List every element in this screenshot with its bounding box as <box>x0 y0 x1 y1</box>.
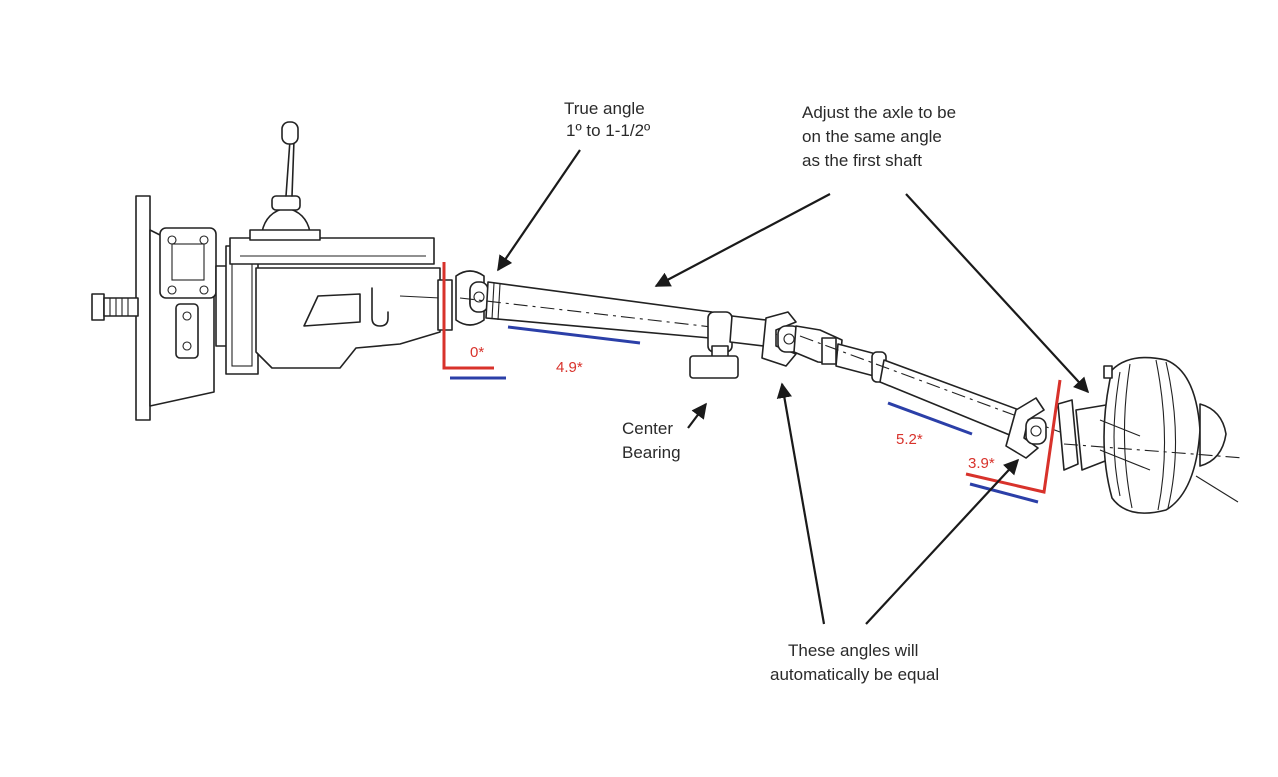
center-bearing-label: Center Bearing <box>622 419 681 462</box>
true-angle-text-line1: True angle <box>564 99 645 118</box>
equal-angles-label: These angles will automatically be equal <box>770 641 939 684</box>
adjust-arrow-to-shaft <box>654 193 831 287</box>
transmission <box>91 121 453 421</box>
adjust-text-line1: Adjust the axle to be <box>802 103 956 122</box>
rear-shaft-angle-value: 5.2* <box>896 431 923 448</box>
adjust-arrow-to-axle <box>905 193 1090 394</box>
pinion-red-angle-line <box>965 379 1062 494</box>
pinion-angle-value: 3.9* <box>968 455 995 472</box>
center-bearing-arrow <box>687 402 707 429</box>
adjust-text-line3: as the first shaft <box>802 151 922 170</box>
rear-u-joint <box>1005 397 1047 459</box>
true-angle-label: True angle 1º to 1-1/2º <box>564 99 650 140</box>
front-shaft-blue-line <box>507 325 641 345</box>
rear-axle-differential <box>1057 356 1245 514</box>
adjust-text-line2: on the same angle <box>802 127 942 146</box>
front-shaft-angle-value: 4.9* <box>556 359 583 376</box>
equal-arrow-to-rear-joint <box>865 458 1020 625</box>
center-u-joint <box>761 311 843 367</box>
trans-red-angle-line <box>442 262 494 370</box>
pinion-blue-reference-line <box>969 482 1039 504</box>
center-bearing-text-line2: Bearing <box>622 443 681 462</box>
true-angle-arrow <box>497 149 581 272</box>
equal-arrow-to-center-joint <box>776 382 826 625</box>
equal-text-line1: These angles will <box>788 641 918 660</box>
true-angle-text-line2: 1º to 1-1/2º <box>566 121 650 140</box>
center-bearing-text-line1: Center <box>622 419 673 438</box>
front-u-joint <box>455 270 489 326</box>
measurement-overlays <box>442 262 1062 504</box>
equal-text-line2: automatically be equal <box>770 665 939 684</box>
trans-angle-value: 0* <box>470 344 484 361</box>
rear-shaft-blue-line <box>887 401 973 436</box>
adjust-axle-label: Adjust the axle to be on the same angle … <box>802 103 956 170</box>
annotation-arrows <box>497 149 1090 625</box>
